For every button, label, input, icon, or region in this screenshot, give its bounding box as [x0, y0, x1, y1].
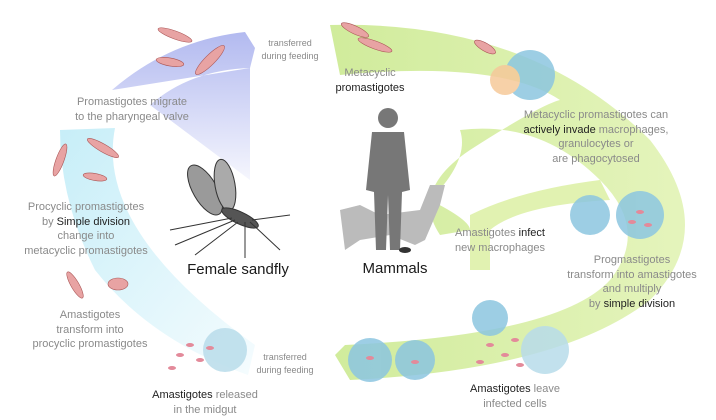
invade-label: Metacyclic promastigotes can actively in…	[523, 109, 669, 165]
vector-band	[112, 32, 255, 180]
sandfly-icon	[169, 158, 291, 258]
mammal-band	[330, 24, 685, 381]
promastigote-icons	[52, 22, 496, 299]
macrophage-icons	[203, 50, 664, 382]
mammals-title: Mammals	[362, 260, 428, 277]
procyclic-label: Procyclic promastigotes by Simple divisi…	[24, 201, 148, 257]
mammals-icon	[340, 108, 445, 253]
sandfly-title: Female sandfly	[187, 261, 289, 278]
amastigote-icons	[168, 210, 652, 370]
midgut-band	[60, 128, 255, 375]
